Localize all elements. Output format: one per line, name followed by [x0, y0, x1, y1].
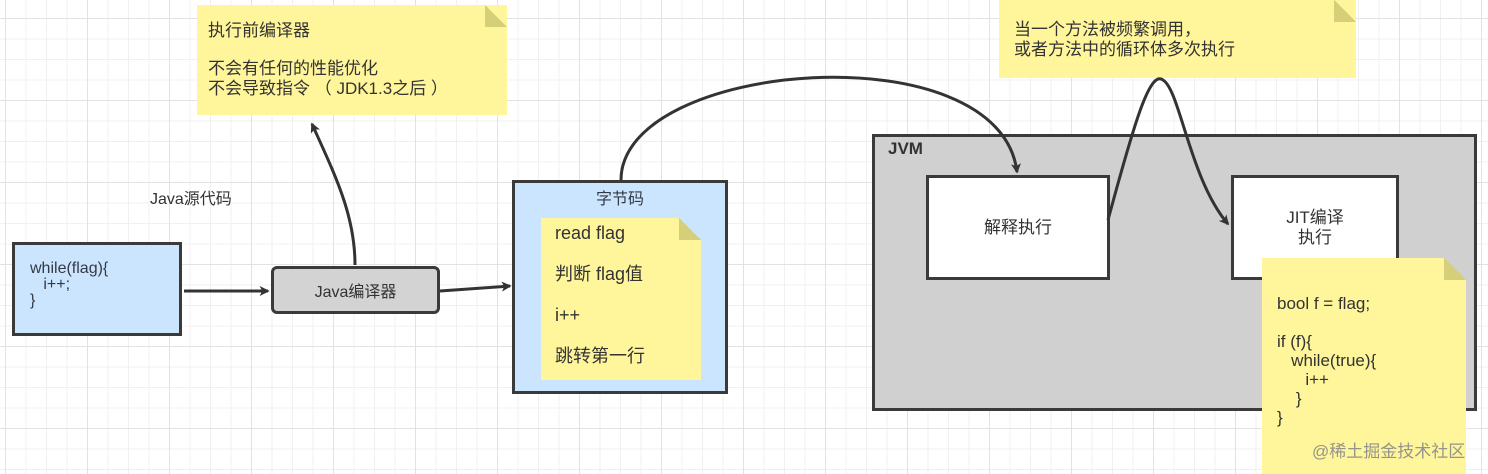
java-compiler-box[interactable]: Java编译器: [271, 266, 440, 314]
jit-label-line: 执行: [1298, 228, 1332, 247]
code-line: i++;: [30, 276, 71, 293]
interpreter-label: 解释执行: [984, 217, 1052, 237]
code-line: if (f){: [1277, 332, 1312, 351]
code-line: while(true){: [1277, 351, 1377, 370]
bytecode-box[interactable]: 字节码 read flag 判断 flag值 i++ 跳转第一行: [512, 180, 728, 394]
note-fold-icon: [485, 5, 507, 27]
interpreter-box[interactable]: 解释执行: [926, 175, 1110, 280]
code-line: }: [30, 292, 36, 309]
jit-label-line: JIT编译: [1286, 208, 1344, 227]
note-hot-method: 当一个方法被频繁调用， 或者方法中的循环体多次执行: [999, 0, 1356, 78]
code-line: while(flag){: [30, 260, 109, 277]
code-line: }: [1277, 408, 1283, 427]
watermark: @稀土掘金技术社区: [1312, 442, 1466, 461]
note-title: 执行前编译器: [208, 21, 310, 40]
code-line: }: [1277, 389, 1302, 408]
code-line: bool f = flag;: [1277, 294, 1371, 313]
java-source-label: Java源代码: [150, 191, 232, 208]
note-spacer: [208, 41, 507, 59]
code-line: i++: [1277, 370, 1329, 389]
note-jit-code: bool f = flag; if (f){ while(true){ i++ …: [1262, 258, 1466, 474]
bytecode-line: read flag: [555, 223, 626, 243]
java-compiler-label: Java编译器: [314, 284, 397, 301]
note-line: 或者方法中的循环体多次执行: [1014, 40, 1235, 59]
source-code-box[interactable]: while(flag){ i++; }: [12, 242, 182, 336]
note-fold-icon: [1334, 0, 1356, 22]
note-pre-exec-compiler: 执行前编译器 不会有任何的性能优化 不会导致指令 （ JDK1.3之后 ）: [197, 5, 507, 115]
bytecode-title: 字节码: [595, 191, 644, 208]
note-fold-icon: [1444, 258, 1466, 280]
note-line: 当一个方法被频繁调用，: [1014, 20, 1201, 39]
bytecode-note: read flag 判断 flag值 i++ 跳转第一行: [541, 218, 701, 380]
note-line: 不会导致指令 （ JDK1.3之后 ）: [208, 79, 448, 98]
bytecode-line: 判断 flag值: [555, 264, 644, 284]
note-line: 不会有任何的性能优化: [208, 59, 378, 78]
bytecode-line: i++: [555, 305, 581, 325]
code-line: [1277, 313, 1466, 332]
bytecode-line: 跳转第一行: [555, 346, 645, 366]
arrow-up-icon: [310, 122, 357, 266]
arrow-right-icon: [439, 281, 512, 293]
jvm-label: JVM: [888, 139, 923, 158]
note-fold-icon: [679, 218, 701, 240]
